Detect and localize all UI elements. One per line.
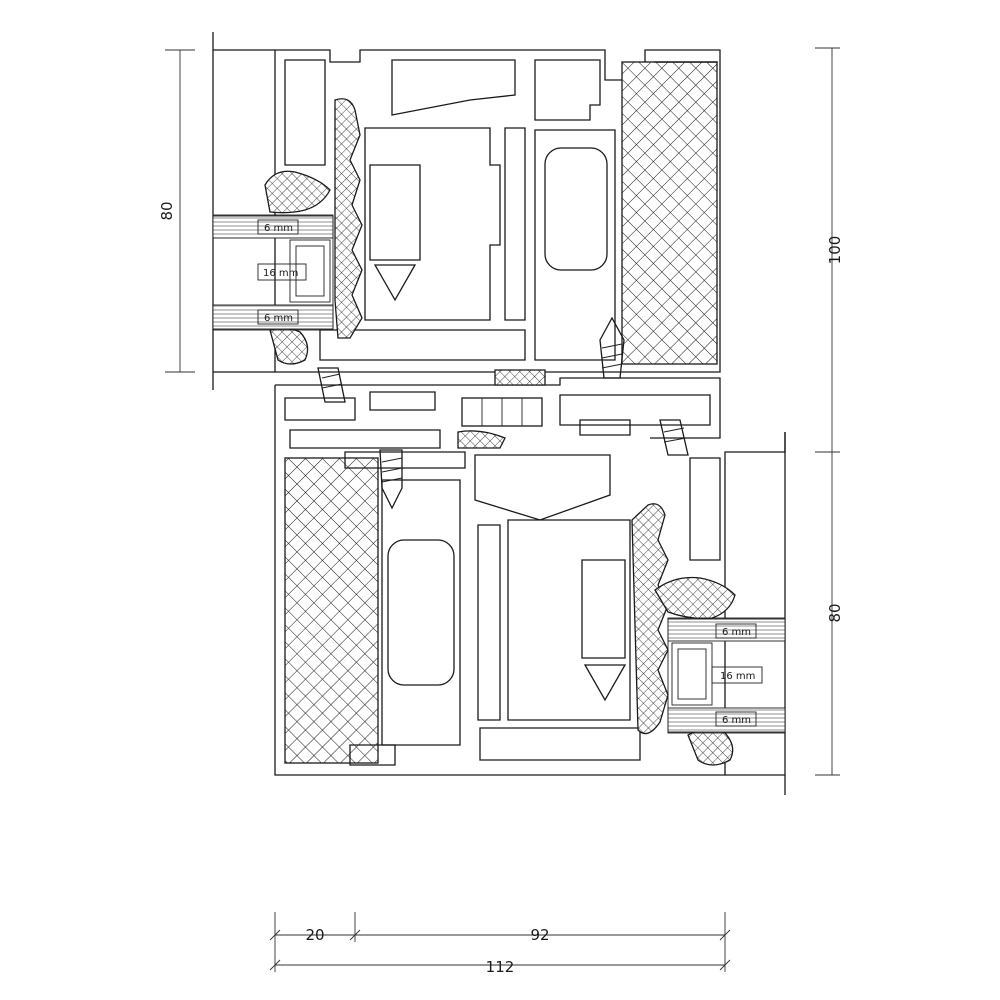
lower-sash-profile [284,432,786,795]
glass-label-lower-outer: 6 mm [722,627,751,638]
dimension-lines [165,47,840,972]
dim-bottom-right-width: 92 [530,926,549,944]
middle-connector-profile [274,367,786,776]
dim-bottom-total-width: 112 [486,958,515,976]
glass-label-lower-cavity: 16 mm [720,671,755,682]
upper-sash-profile [212,32,721,390]
glass-label-upper-inner: 6 mm [264,313,293,324]
dim-right-height-bottom: 80 [826,603,844,622]
dim-right-height-top: 100 [826,236,844,265]
dim-left-height: 80 [158,201,176,220]
dim-bottom-left-width: 20 [305,926,324,944]
glass-label-upper-cavity: 16 mm [263,268,298,279]
glass-label-lower-inner: 6 mm [722,715,751,726]
glass-label-upper-outer: 6 mm [264,223,293,234]
